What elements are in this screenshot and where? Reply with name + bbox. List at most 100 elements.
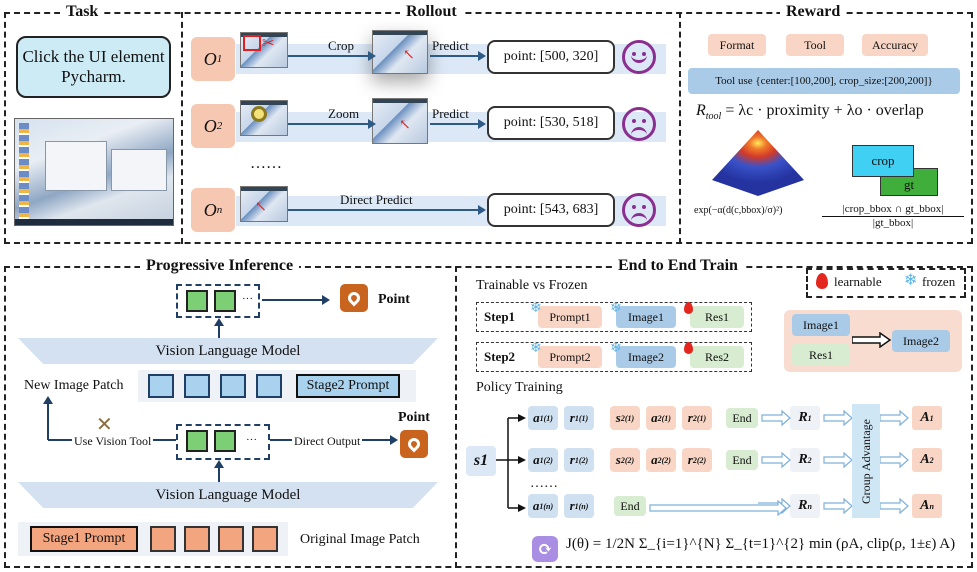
patch-2-4 <box>256 374 282 398</box>
policy-title: Policy Training <box>476 380 563 395</box>
new-image-patch-label: New Image Patch <box>24 378 124 393</box>
overlap-fraction: |crop_bbox ∩ gt_bbox| |gt_bbox| <box>822 203 964 229</box>
legend-frozen: frozen <box>922 274 956 289</box>
mid-token-2 <box>214 430 236 452</box>
policy-flow-arrow-n-long <box>649 500 787 516</box>
patch-1-2 <box>184 526 210 552</box>
patch-2-1 <box>148 374 174 398</box>
flame-icon <box>684 302 693 314</box>
rollout-point-1: point: [500, 320] <box>487 40 615 74</box>
rollout-point-2: point: [530, 518] <box>487 106 615 140</box>
policy-dots: …… <box>530 476 558 491</box>
objective-formula: J(θ) = 1/2N Σ_{i=1}^{N} Σ_{t=1}^{2} min … <box>566 536 956 552</box>
sad-face-icon <box>622 193 656 227</box>
step1-res: Res1 <box>690 306 744 328</box>
step1-image: Image1 <box>616 306 676 328</box>
map-pin-icon <box>400 430 428 458</box>
flame-icon <box>684 342 693 354</box>
crop-box: crop <box>852 145 914 177</box>
section-title-reward: Reward <box>780 3 847 21</box>
point-label-mid: Point <box>398 410 430 425</box>
policy-branch-arrows <box>496 414 526 512</box>
original-patch-label: Original Image Patch <box>300 532 420 547</box>
sad-face-icon <box>622 107 656 141</box>
patch-1-3 <box>218 526 244 552</box>
vlm-bottom: Vision Language Model <box>18 482 438 508</box>
step2-label: Step2 <box>484 349 516 364</box>
rollout-action-1: Crop <box>328 38 354 53</box>
merge-res1: Res1 <box>792 344 850 366</box>
section-title-e2e: End to End Train <box>612 257 744 275</box>
rollout-ellipsis: …… <box>250 155 282 172</box>
top-token-dots: ··· <box>242 293 253 305</box>
s1-node: s1 <box>466 446 496 476</box>
end-n: End <box>614 496 646 516</box>
rollout-predict-2: Predict <box>432 106 469 121</box>
step1-label: Step1 <box>484 309 516 324</box>
merge-image2: Image2 <box>892 330 950 352</box>
snowflake-icon: ❄ <box>610 301 622 316</box>
rollout-crop-1: ↖ <box>372 30 428 74</box>
task-prompt-text: Click the UI element Pycharm. <box>22 47 165 86</box>
end-1: End <box>726 408 758 428</box>
rollout-predict-1: Predict <box>432 38 469 53</box>
proximity-formula: exp(−α(d(c,bbox)/σ)²) <box>694 205 783 216</box>
top-frame <box>4 12 973 244</box>
bottom-frame <box>4 266 973 568</box>
snowflake-icon: ❄ <box>610 341 622 356</box>
rollout-point-n: point: [543, 683] <box>487 193 615 227</box>
stage1-prompt: Stage1 Prompt <box>30 526 138 552</box>
patch-2-3 <box>220 374 246 398</box>
magnifier-icon <box>251 106 267 122</box>
step2-box <box>476 342 752 372</box>
rollout-zoom-2: ↖ <box>372 98 428 144</box>
top-token-2 <box>214 290 236 312</box>
section-title-progressive: Progressive Inference <box>140 257 300 275</box>
scissors-icon: ✂ <box>262 36 275 52</box>
section-title-rollout: Rollout <box>400 3 463 21</box>
divider-rollout-reward <box>679 12 681 244</box>
merge-arrow <box>852 332 892 348</box>
legend-learnable: learnable <box>834 274 882 289</box>
vlm-top-up-arrow <box>214 318 224 340</box>
task-prompt-box: Click the UI element Pycharm. <box>16 36 171 98</box>
merge-image1: Image1 <box>792 314 850 336</box>
top-token-group <box>176 284 260 318</box>
patch-1-1 <box>150 526 176 552</box>
mid-token-1 <box>186 430 208 452</box>
step1-box <box>476 302 752 332</box>
section-title-task: Task <box>60 3 105 21</box>
snowflake-icon: ❄ <box>530 341 542 356</box>
rollout-arrows-2 <box>288 119 486 129</box>
snowflake-icon: ❄ <box>530 301 542 316</box>
reward-tag-accuracy: Accuracy <box>862 34 928 56</box>
use-vision-tool-label: Use Vision Tool <box>72 434 154 449</box>
step2-image: Image2 <box>616 346 676 368</box>
reward-formula: Rtool = λc · proximity + λo · overlap <box>696 102 924 123</box>
top-to-point-arrow <box>262 295 330 305</box>
divider-bottom <box>455 266 457 568</box>
vlm-bottom-up-arrow <box>214 460 224 482</box>
reward-tag-format: Format <box>708 34 766 56</box>
reward-tool-use: Tool use {center:[100,200], crop_size:[2… <box>688 68 960 94</box>
patch-2-2 <box>184 374 210 398</box>
rollout-thumb-1 <box>240 32 288 68</box>
rollout-arrow-n <box>288 205 486 215</box>
refresh-icon: ⟳ <box>532 536 558 562</box>
